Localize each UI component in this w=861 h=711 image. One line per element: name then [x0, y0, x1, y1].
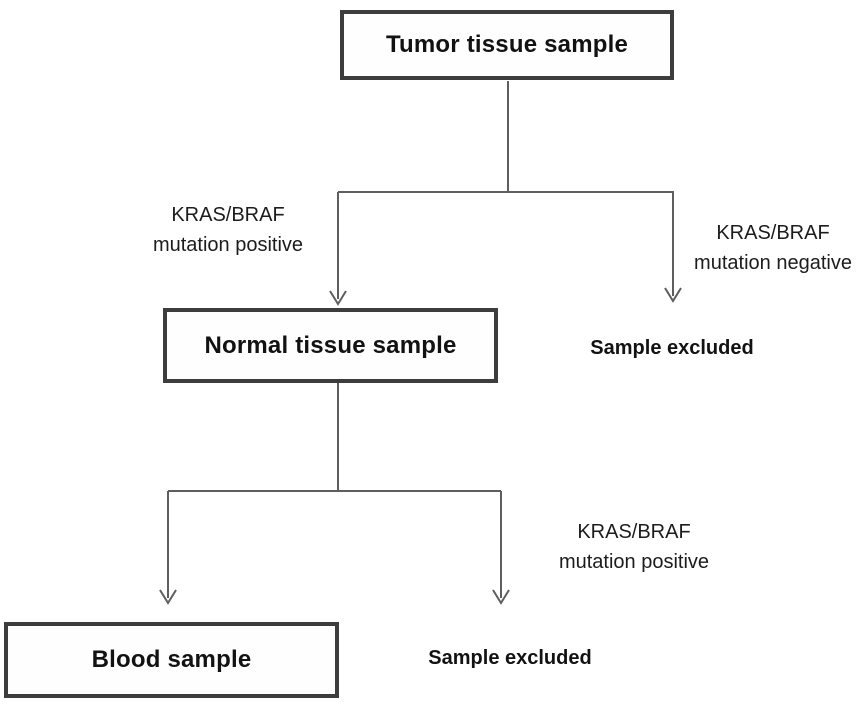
node-normal-tissue-sample: Normal tissue sample: [163, 308, 498, 383]
arrowhead-to-normal-box: [329, 290, 347, 306]
arrowhead-to-excluded-bottom: [492, 589, 510, 605]
edge-label-line2: mutation negative: [694, 252, 852, 274]
arrowhead-to-blood-box: [159, 589, 177, 605]
node-blood-label: Blood sample: [91, 646, 252, 673]
label-sample-excluded-bottom: Sample excluded: [428, 647, 592, 669]
edge-label-line1: KRAS/BRAF: [577, 521, 691, 543]
edge-label-line1: KRAS/BRAF: [171, 204, 285, 226]
edge-label-kras-braf-mutation-positive-top: KRAS/BRAF mutation positive: [153, 200, 303, 260]
edge-label-kras-braf-mutation-positive-bottom: KRAS/BRAF mutation positive: [559, 517, 709, 577]
arrowhead-to-excluded-top: [664, 287, 682, 303]
edge-label-line1: KRAS/BRAF: [716, 222, 830, 244]
edge-label-kras-braf-mutation-negative: KRAS/BRAF mutation negative: [694, 218, 852, 278]
node-tumor-tissue-sample: Tumor tissue sample: [340, 10, 674, 80]
node-tumor-label: Tumor tissue sample: [385, 31, 629, 58]
edge-label-line2: mutation positive: [558, 551, 710, 573]
edge-label-line2: mutation positive: [152, 234, 304, 256]
node-normal-label: Normal tissue sample: [204, 331, 457, 359]
label-sample-excluded-top: Sample excluded: [590, 337, 754, 359]
node-blood-sample: Blood sample: [4, 622, 339, 698]
